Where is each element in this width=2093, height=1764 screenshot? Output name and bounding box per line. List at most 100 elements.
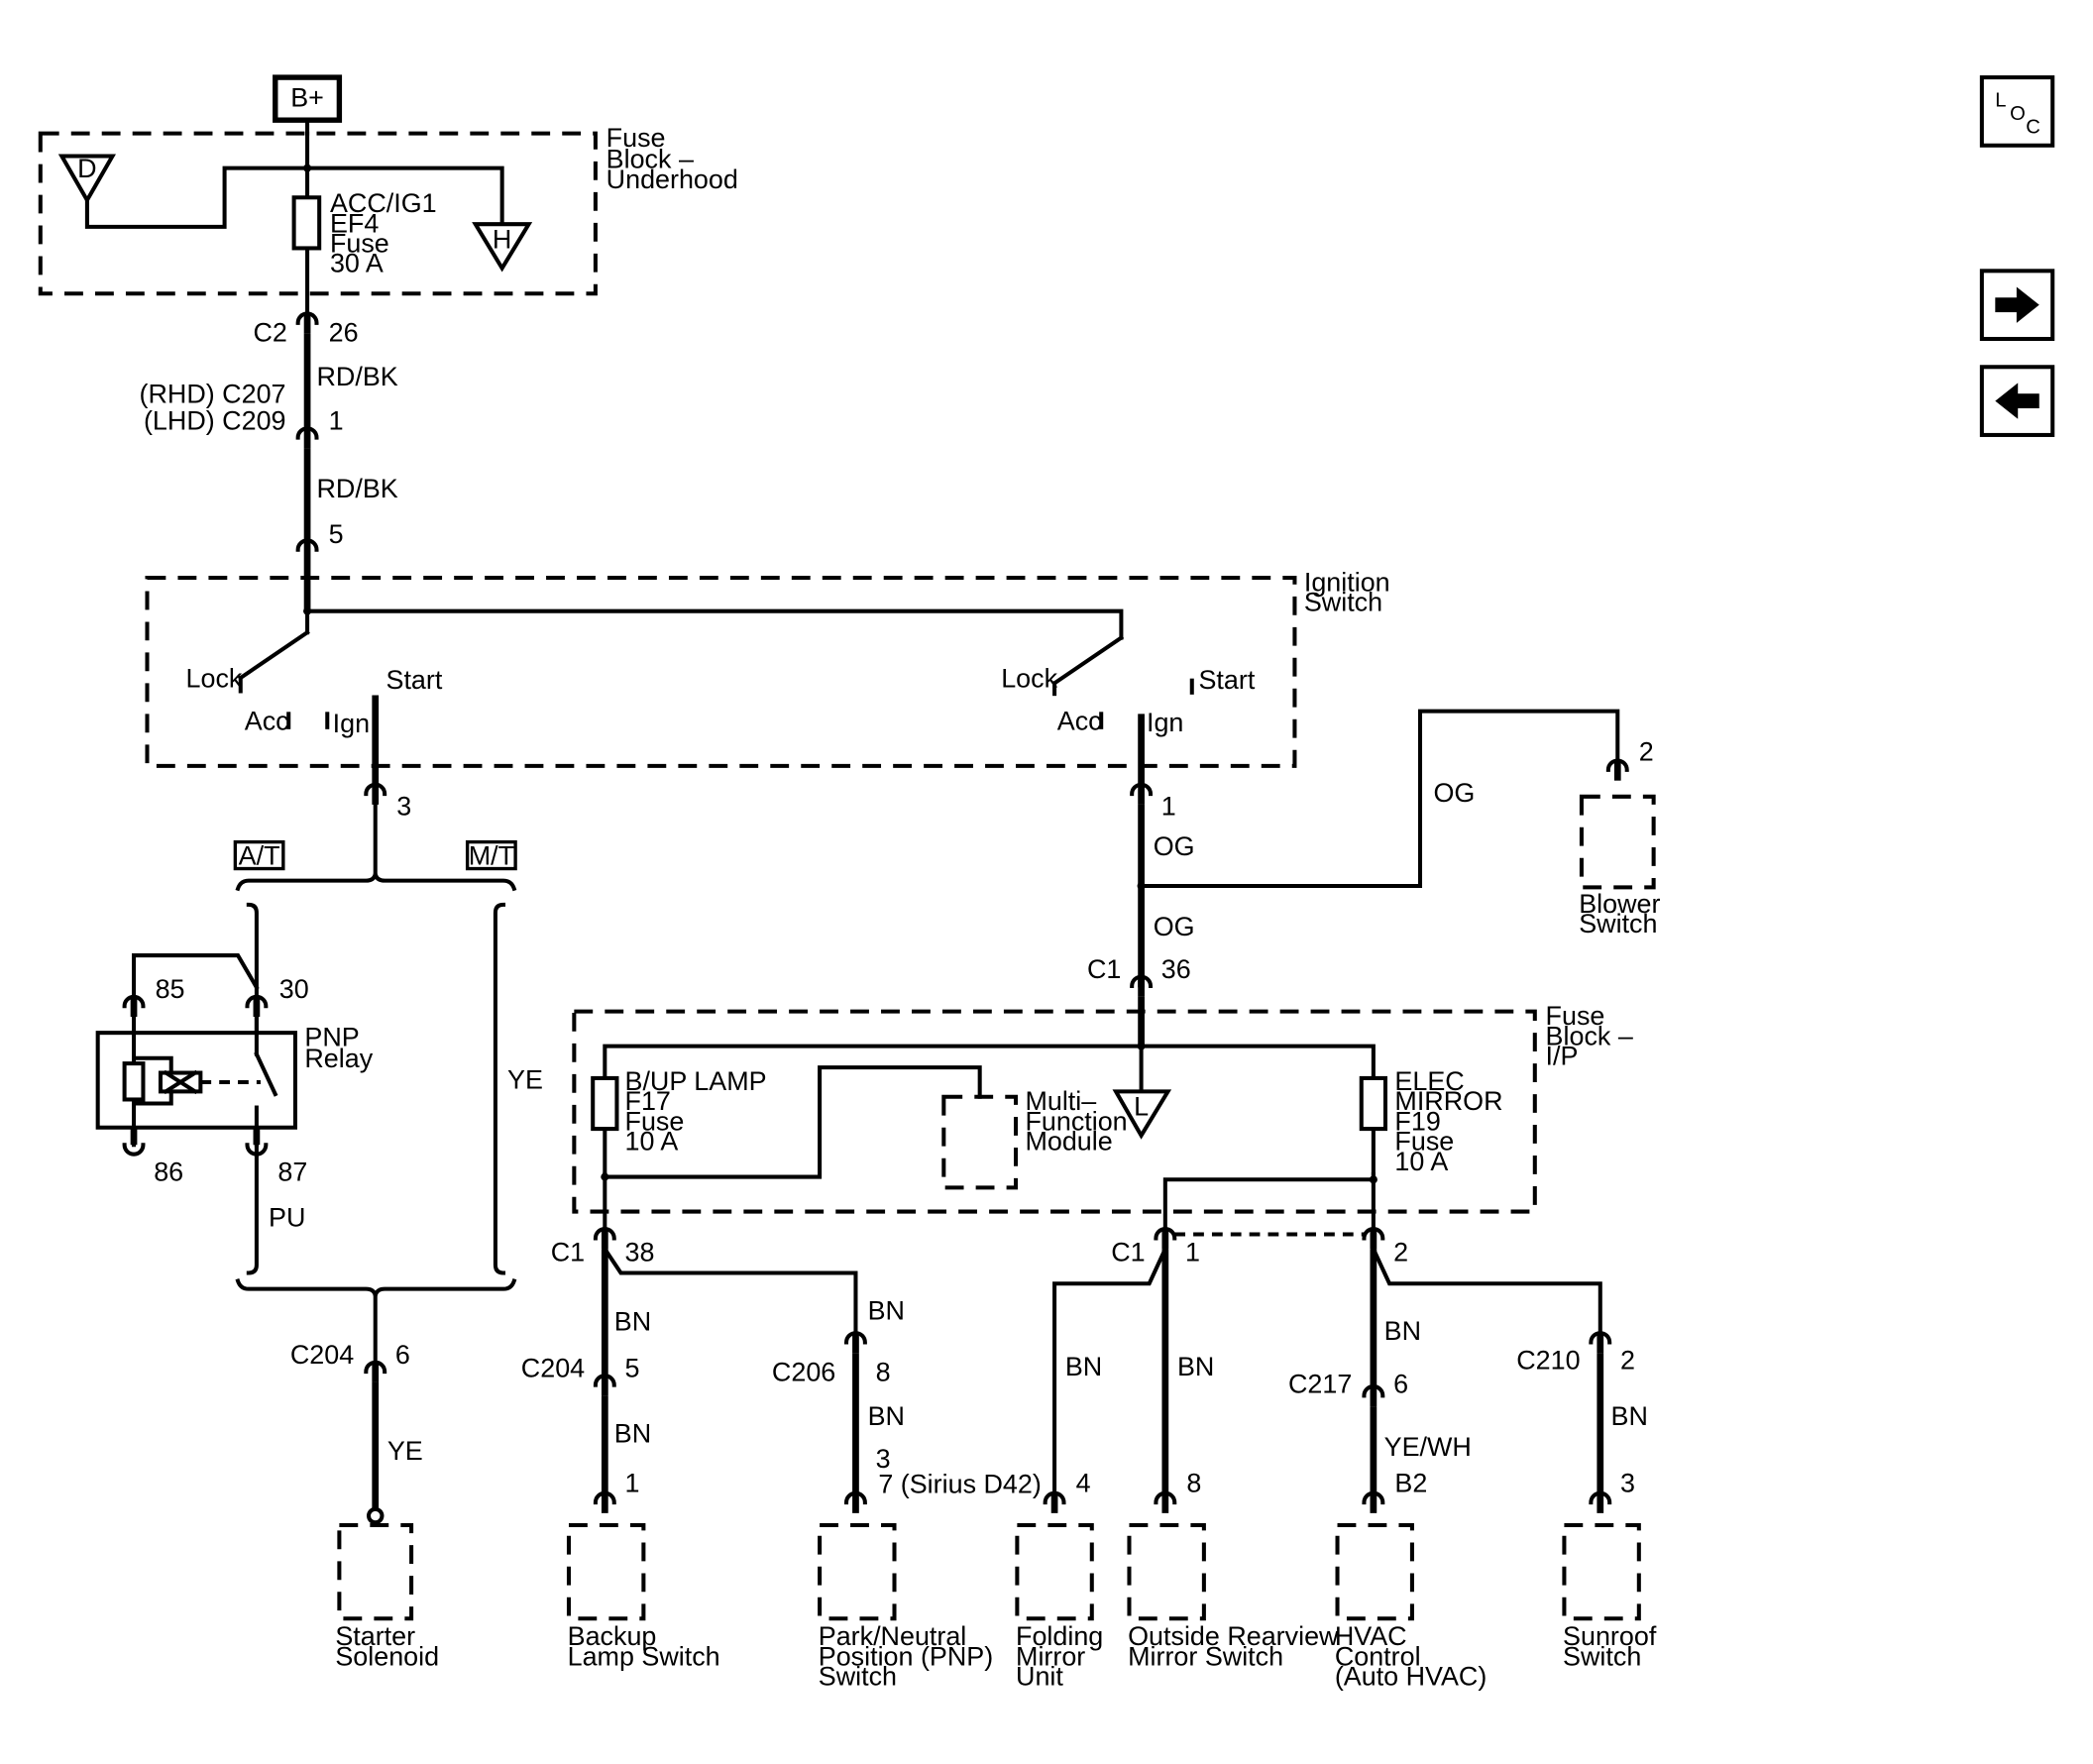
fuse-f19 [1359, 1075, 1388, 1132]
loc-letter-l: L [1995, 90, 2006, 112]
loc-button[interactable]: L O C [1979, 75, 2055, 148]
c1-top-pin: 36 [1161, 954, 1191, 984]
c209-label: (LHD) C209 [144, 406, 286, 436]
starter-solenoid [337, 1522, 414, 1621]
c1-right-label: C1 [1111, 1237, 1145, 1267]
ignition-switch [145, 575, 1297, 768]
c206-label: C206 [772, 1358, 835, 1387]
relay-coil [122, 1061, 146, 1102]
loc-letter-o: O [2010, 103, 2026, 125]
fuse-f17-label: B/UP LAMP F17 Fuse 10 A [625, 1066, 775, 1157]
wire-bn-backup-2: BN [614, 1419, 651, 1449]
svg-text:D: D [77, 154, 96, 183]
multi-function-module-label: Multi– Function Module [1025, 1086, 1135, 1156]
c204-mid-pin: 5 [625, 1354, 640, 1383]
bn-wire-folding [1052, 1246, 1168, 1497]
wire-bn-folding: BN [1065, 1352, 1102, 1381]
mt-option-box: M/T [465, 839, 517, 870]
connector-c217-6 [1364, 1386, 1382, 1406]
wire-bn-pnp-1: BN [868, 1296, 905, 1326]
og-wire-blower [1139, 709, 1620, 889]
outside-rearview-mirror-switch [1127, 1522, 1206, 1621]
fuse-f17 [591, 1075, 619, 1132]
c217-pin: 6 [1393, 1370, 1408, 1399]
folding-mirror-unit [1015, 1522, 1094, 1621]
relay-pin-30: 30 [279, 974, 309, 1004]
connector-backup [596, 1493, 614, 1513]
connector-ignition-1 [1132, 785, 1151, 805]
wire-rdbk-2: RD/BK [316, 474, 397, 503]
connector-outside [1156, 1493, 1174, 1513]
c1-top-label: C1 [1087, 954, 1121, 984]
lock-label-right: Lock [1001, 663, 1057, 693]
sunroof-switch [1562, 1522, 1641, 1621]
wire-pu: PU [269, 1202, 305, 1232]
c1-left-label: C1 [551, 1237, 585, 1267]
connector-c204-6 [366, 1363, 385, 1382]
sunroof-pin: 3 [1620, 1468, 1635, 1497]
bus-h-wire [305, 165, 504, 227]
ignition-pin-1: 1 [1161, 792, 1176, 822]
connector-c1-2 [1364, 1229, 1382, 1249]
ignition-link-bar [305, 608, 1124, 640]
c204-left-pin: 6 [395, 1340, 410, 1370]
relay-pin-86-conn [122, 1143, 146, 1157]
fuse-block-underhood-title: Fuse Block – Underhood [606, 123, 738, 194]
bus-h-triangle: H [472, 222, 533, 273]
wire-bn-pnp-2: BN [868, 1401, 905, 1431]
wire-bn-hvac: BN [1384, 1316, 1421, 1346]
ignition-switch-title: Ignition Switch [1304, 567, 1397, 616]
battery-positive-box: B+ [273, 74, 343, 123]
outside-rearview-mirror-switch-label: Outside Rearview Mirror Switch [1128, 1621, 1346, 1671]
c209-pin: 1 [329, 406, 344, 436]
option-brace-bottom [235, 1278, 517, 1296]
connector-c209 [298, 428, 317, 448]
svg-text:M/T: M/T [469, 840, 514, 870]
pnp-switch [818, 1522, 897, 1621]
wire-og-3: OG [1433, 778, 1475, 808]
c207-label: (RHD) C207 [140, 380, 286, 409]
c1-left-pin: 38 [625, 1237, 655, 1267]
hvac-control-label: HVAC Control (Auto HVAC) [1335, 1621, 1487, 1691]
relay-85-30-jumper [132, 953, 260, 1001]
fuse-block-underhood [38, 131, 598, 296]
fuse-ef4 [291, 195, 322, 251]
connector-c210-2 [1591, 1333, 1609, 1353]
wire-yewh: YE/WH [1384, 1432, 1472, 1462]
fuse-block-ip [572, 1009, 1537, 1214]
c210-label: C210 [1516, 1345, 1580, 1375]
connector-folding [1046, 1493, 1064, 1513]
bn-wire-sunroof [1371, 1246, 1602, 1337]
relay-pin-86: 86 [154, 1158, 183, 1187]
wire-og-1: OG [1154, 831, 1195, 861]
bus-l-triangle: L [1112, 1089, 1172, 1140]
module-feed-wire [603, 1065, 982, 1179]
previous-button[interactable] [1979, 365, 2055, 437]
pnp-relay-title: PNP Relay [304, 1023, 373, 1074]
arrow-right-icon [1995, 286, 2039, 323]
ign-label-right: Ign [1147, 708, 1183, 737]
ignition-pin-5: 5 [329, 519, 344, 549]
connector-c1-1 [1156, 1229, 1174, 1249]
ignition-pin-3: 3 [396, 792, 411, 822]
switch-right-blade [1051, 634, 1125, 687]
c2-pin: 26 [329, 318, 359, 348]
hvac-control [1335, 1522, 1414, 1621]
c217-label: C217 [1288, 1370, 1352, 1399]
option-brace-top [235, 873, 517, 892]
blower-switch-label: Blower Switch [1579, 889, 1668, 938]
connector-c1-38 [596, 1229, 614, 1249]
connector-ignition-5 [298, 540, 317, 560]
wire-bn-sunroof: BN [1611, 1401, 1648, 1431]
bus-d-wire [84, 131, 310, 229]
relay-pin-87-conn [245, 1143, 269, 1157]
backup-lamp-switch-label: Backup Lamp Switch [568, 1621, 720, 1671]
mirror-bus-wire [1162, 1171, 1376, 1233]
svg-text:L: L [1134, 1092, 1149, 1122]
wire-bn-backup-1: BN [614, 1306, 651, 1336]
next-button[interactable] [1979, 269, 2055, 342]
multi-function-module [941, 1094, 1019, 1190]
fuse-f19-label: ELEC MIRROR F19 Fuse 10 A [1394, 1066, 1510, 1176]
connector-c204-5 [596, 1376, 614, 1395]
